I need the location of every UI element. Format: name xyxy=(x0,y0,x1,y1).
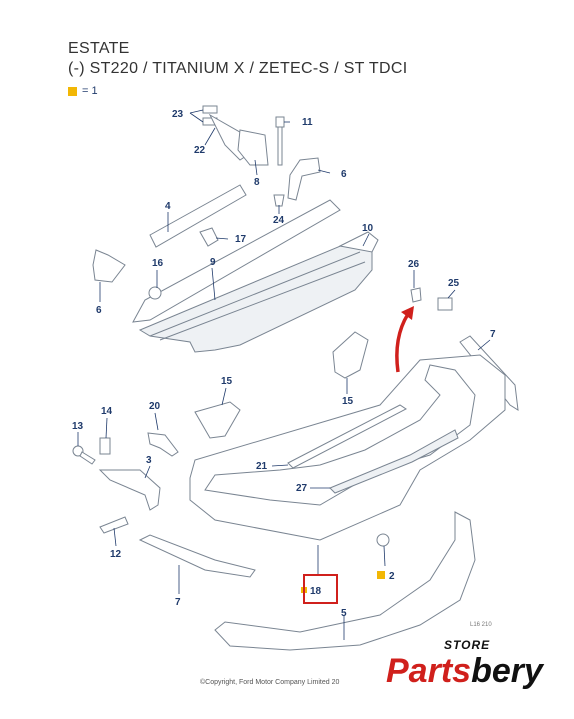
marker-2 xyxy=(377,571,385,579)
callout-13: 13 xyxy=(72,421,84,432)
part-bracket-15-upper xyxy=(332,331,369,379)
part-strip-4 xyxy=(149,184,247,248)
part-skirt-5 xyxy=(214,511,476,651)
highlight-box-18 xyxy=(303,574,338,604)
callout-6-upper: 6 xyxy=(341,169,347,180)
part-14 xyxy=(99,437,111,455)
part-strip-21 xyxy=(287,404,407,469)
callout-14: 14 xyxy=(101,406,113,417)
watermark-name: Partsbery xyxy=(386,652,543,691)
part-clip-17 xyxy=(199,227,219,247)
part-clip-26 xyxy=(410,287,422,303)
part-bumper-cover xyxy=(189,354,506,541)
callout-25: 25 xyxy=(448,278,460,289)
callout-10: 10 xyxy=(362,223,374,234)
callout-4: 4 xyxy=(165,201,171,212)
callout-16: 16 xyxy=(152,258,164,269)
drawing-code: L16 210 xyxy=(470,622,492,628)
callout-20: 20 xyxy=(149,401,161,412)
part-screw-16 xyxy=(148,286,162,300)
callout-11: 11 xyxy=(302,117,313,128)
part-24 xyxy=(273,194,285,207)
callout-2: 2 xyxy=(389,571,395,582)
part-25 xyxy=(437,297,453,311)
watermark-name-part1: Parts xyxy=(386,652,472,690)
part-reinforcement-beam-9 xyxy=(132,199,379,353)
callout-15-left: 15 xyxy=(221,376,233,387)
callout-27: 27 xyxy=(296,483,308,494)
callout-21: 21 xyxy=(256,461,268,472)
callout-12: 12 xyxy=(110,549,122,560)
part-bracket-6-upper xyxy=(287,157,321,201)
part-bracket-6-lower xyxy=(92,249,126,283)
part-bracket-15-lower xyxy=(194,401,241,439)
callout-7-right: 7 xyxy=(490,329,496,340)
callout-8: 8 xyxy=(254,177,260,188)
part-12 xyxy=(99,516,129,534)
callout-labels: 23 11 22 8 6 4 17 24 10 16 9 26 25 6 7 1… xyxy=(72,109,496,619)
watermark-name-part2: bery xyxy=(471,652,543,690)
copyright-text: ©Copyright, Ford Motor Company Limited 2… xyxy=(200,679,340,686)
legend-marker xyxy=(68,86,77,96)
callout-17: 17 xyxy=(235,234,247,245)
callout-15-right: 15 xyxy=(342,396,354,407)
callout-18: 18 xyxy=(310,586,322,597)
part-13 xyxy=(72,445,96,465)
callout-23: 23 xyxy=(172,109,184,120)
assembly-arrow xyxy=(395,306,414,373)
callout-24: 24 xyxy=(273,215,285,226)
leader-lines xyxy=(77,109,491,640)
part-2 xyxy=(376,533,390,547)
callout-7-left: 7 xyxy=(175,597,181,608)
callout-9: 9 xyxy=(210,257,216,268)
title-line-1: ESTATE xyxy=(68,40,130,57)
title-line-2: (-) ST220 / TITANIUM X / ZETEC-S / ST TD… xyxy=(68,60,408,77)
part-strip-7-left xyxy=(138,534,256,578)
legend: = 1 xyxy=(68,85,98,97)
callout-3: 3 xyxy=(146,455,152,466)
watermark-store: STORE xyxy=(444,638,491,652)
callout-5: 5 xyxy=(341,608,347,619)
callout-6-lower: 6 xyxy=(96,305,102,316)
part-27 xyxy=(329,429,459,494)
legend-text: = 1 xyxy=(82,85,98,97)
callout-22: 22 xyxy=(194,145,206,156)
part-20 xyxy=(147,432,179,457)
part-bolt-11 xyxy=(275,116,285,166)
part-bracket-3 xyxy=(98,469,161,511)
part-bracket-8 xyxy=(237,129,269,166)
callout-26: 26 xyxy=(408,259,420,270)
